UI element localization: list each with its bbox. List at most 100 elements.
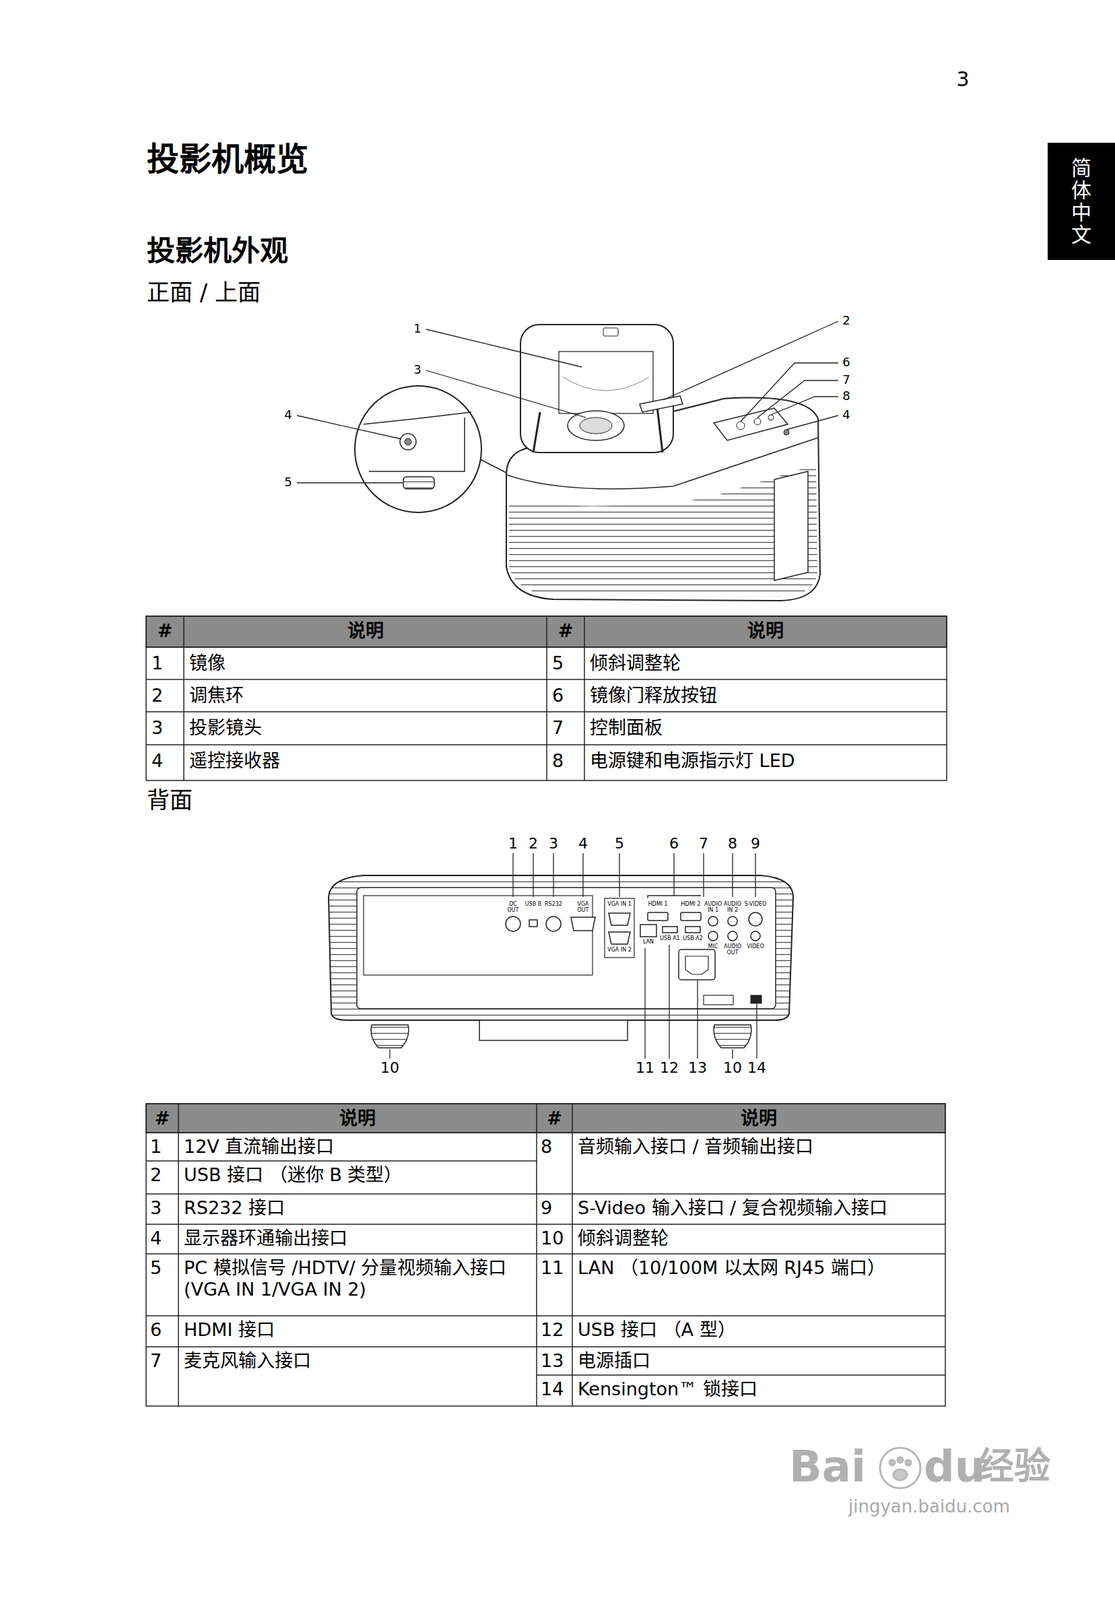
table-cell: 镜像门释放按钮 xyxy=(589,684,943,707)
leader-line xyxy=(426,329,582,367)
table-cell: USB 接口 （A 型） xyxy=(577,1319,942,1341)
leader-line xyxy=(552,853,554,897)
leader-line xyxy=(770,396,839,415)
callout-number: 8 xyxy=(724,834,741,852)
table-cell: 镜像 xyxy=(189,652,543,674)
leader-line xyxy=(757,380,839,418)
hdmi-port xyxy=(647,912,668,921)
audio-jack xyxy=(727,916,738,926)
row-number: 3 xyxy=(151,717,180,739)
row-number: 2 xyxy=(150,1164,176,1186)
port-label: HDMI 2 xyxy=(679,900,703,907)
rear-body xyxy=(328,875,794,1021)
paw-pad xyxy=(893,1469,907,1480)
leader-line xyxy=(389,1049,390,1059)
table-cell: LAN （10/100M 以太网 RJ45 端口） xyxy=(577,1257,942,1279)
row-number: 11 xyxy=(540,1257,570,1279)
row-number: 5 xyxy=(150,1257,176,1279)
tilt-foot xyxy=(370,1024,409,1048)
table-grid xyxy=(146,616,947,781)
paw-toe xyxy=(897,1457,903,1463)
vga-out-port xyxy=(570,917,596,931)
table-rule xyxy=(146,1345,946,1348)
usb-a-port xyxy=(685,926,701,933)
tab-label: 简体中文 xyxy=(1071,156,1092,246)
leader-line xyxy=(296,415,402,439)
table-cell: 电源键和电源指示灯 LED xyxy=(589,750,943,772)
row-number: 9 xyxy=(540,1197,570,1219)
callout-number: 2 xyxy=(839,313,854,328)
table-cell: 遥控接收器 xyxy=(189,750,543,772)
callout-number: 2 xyxy=(525,834,542,852)
audio-jack xyxy=(708,916,718,926)
leader-line xyxy=(740,362,839,422)
port-label: HDMI 1 xyxy=(646,900,670,907)
table-header-fill xyxy=(146,1103,946,1133)
leader-line xyxy=(696,980,698,1059)
projection-lens xyxy=(567,410,625,441)
table-cell: 调焦环 xyxy=(189,684,543,707)
page-number: 3 xyxy=(949,67,977,92)
row-number: 6 xyxy=(552,684,581,707)
vga-in-port xyxy=(608,931,631,944)
leader-line xyxy=(702,853,704,897)
tilt-foot xyxy=(713,1024,752,1048)
callout-number: 13 xyxy=(687,1059,708,1076)
rs232-port xyxy=(546,916,561,932)
mirror-shade xyxy=(562,377,650,391)
callout-number: 6 xyxy=(665,834,683,852)
callout-number: 3 xyxy=(410,362,425,378)
port-label: AUDIO IN 2 xyxy=(723,900,742,914)
leader-line xyxy=(582,853,584,897)
usb-b-port xyxy=(529,919,538,927)
table-rule xyxy=(536,1374,946,1376)
table-cell: RS232 接口 xyxy=(183,1197,533,1219)
rear-panel xyxy=(356,887,776,1009)
watermark: Bai xyxy=(789,1440,884,1493)
leader-line xyxy=(644,948,646,1059)
table-header: # xyxy=(146,1107,179,1130)
port-label: DC OUT xyxy=(504,900,522,914)
leader-line xyxy=(532,853,534,897)
tilt-wheel xyxy=(403,476,435,489)
table-rule xyxy=(183,616,185,781)
port-label: S-VIDEO xyxy=(743,900,768,907)
watermark-logo xyxy=(880,1447,921,1489)
inset-body xyxy=(363,412,472,472)
mirror xyxy=(558,351,654,414)
mirror-lid xyxy=(520,324,674,453)
table-cell: 控制面板 xyxy=(589,717,943,739)
callout-number: 10 xyxy=(722,1059,743,1076)
table-header: 说明 xyxy=(183,620,547,642)
callout-number: 4 xyxy=(281,408,295,423)
projector-rear xyxy=(328,875,794,1048)
projector-front xyxy=(354,324,821,601)
callout-number: 12 xyxy=(659,1059,680,1076)
row-number: 7 xyxy=(552,717,581,739)
row-number: 5 xyxy=(552,652,581,674)
port-label: VGA IN 2 xyxy=(605,946,633,953)
table-cell: 投影镜头 xyxy=(189,717,543,739)
ir-receiver-core xyxy=(404,438,412,446)
row-number: 2 xyxy=(151,684,180,707)
svideo-port xyxy=(748,912,763,926)
callout-number: 5 xyxy=(281,475,295,490)
port-label: VIDEO xyxy=(743,943,768,950)
paw-toe xyxy=(889,1459,895,1466)
row-number: 14 xyxy=(540,1378,570,1400)
lens-inner xyxy=(579,417,613,434)
table-rule xyxy=(146,1131,946,1134)
port-label: USB A2 xyxy=(682,935,703,942)
table-header: 说明 xyxy=(572,1107,946,1130)
control-panel xyxy=(713,408,788,441)
panel-button xyxy=(754,418,761,425)
label-plate xyxy=(703,995,734,1005)
callout-number: 3 xyxy=(545,834,562,852)
leader-line xyxy=(296,482,403,483)
leader-line xyxy=(786,415,839,430)
rear-recess xyxy=(363,895,593,975)
vga-in-group xyxy=(604,898,635,958)
table-rule xyxy=(146,1314,946,1317)
table-rule xyxy=(146,1160,537,1162)
leader-lines xyxy=(389,853,757,1059)
